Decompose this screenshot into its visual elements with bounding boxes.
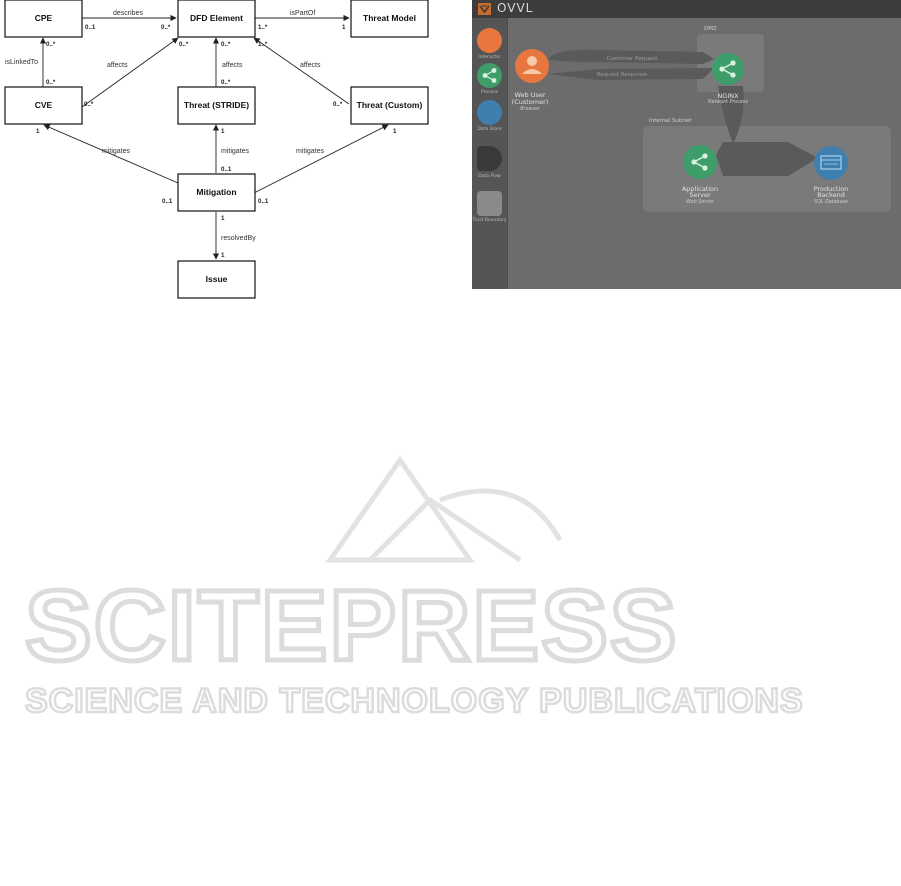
- watermark-subtitle: SCIENCE AND TECHNOLOGY PUBLICATIONS: [25, 682, 804, 720]
- mult-mit-stride: 0..1: [221, 166, 232, 173]
- database-icon: [820, 155, 842, 170]
- node-app-server-sub: Web Server: [686, 199, 715, 205]
- palette-interactor-label: Interactor: [478, 55, 501, 60]
- edge-affects-cve: [81, 37, 179, 108]
- mult-mit-custom: 0..1: [258, 198, 269, 205]
- class-threat-model-label: Threat Model: [363, 13, 416, 23]
- class-cpe: CPE: [4, 0, 83, 38]
- app-title: OVVL: [497, 1, 534, 15]
- node-web-user-label2: (Customer): [512, 98, 549, 106]
- mult-stride-mit: 1: [221, 128, 225, 135]
- edge-affects-custom: [253, 37, 350, 105]
- class-cve: CVE: [4, 86, 83, 125]
- flow-response-label: Request Response: [597, 72, 648, 78]
- flow-app-backend[interactable]: [716, 142, 818, 176]
- class-cpe-label: CPE: [35, 13, 53, 23]
- palette-process-icon[interactable]: [477, 63, 502, 88]
- palette-trustboundary-icon[interactable]: [477, 191, 502, 216]
- class-threat-model: Threat Model: [350, 0, 429, 38]
- ovvl-logo-icon: [478, 3, 491, 15]
- flow-request-label: Customer Request: [607, 56, 659, 62]
- ovvl-app-screenshot: OVVL Interactor Process Data Store Data …: [472, 0, 901, 289]
- edge-mitigates-cve: [43, 124, 179, 184]
- palette-interactor-icon[interactable]: [477, 28, 502, 53]
- mult-mit-cve: 0..1: [162, 198, 173, 205]
- class-threat-custom: Threat (Custom): [350, 86, 429, 125]
- node-web-user-sub: Browser: [520, 106, 541, 112]
- mult-dfd-partof: 1..*: [258, 24, 268, 31]
- node-nginx-label: NGINX: [717, 92, 739, 100]
- palette-datastore-label: Data Store: [477, 127, 502, 132]
- palette-dataflow-label: Data Flow: [478, 174, 501, 179]
- label-affects-cve: affects: [107, 62, 128, 69]
- node-app-server-label1: Application: [682, 185, 718, 193]
- mult-issue-mit: 1: [221, 252, 225, 259]
- mult-dfd-affects-stride: 0..*: [221, 41, 231, 48]
- mult-cve-affects: 0..*: [84, 101, 94, 108]
- mult-dfd-affects-custom: 1..*: [258, 41, 268, 48]
- zone-dmz-label: DMZ: [704, 26, 717, 32]
- user-icon: [522, 56, 542, 74]
- edge-mitigates-custom: [253, 124, 389, 194]
- label-affects-custom: affects: [300, 62, 321, 69]
- node-nginx-sub: Network Process: [708, 99, 748, 105]
- class-mitigation: Mitigation: [177, 173, 256, 212]
- palette-datastore-icon[interactable]: [477, 100, 502, 125]
- mult-dfd-describes: 0..*: [161, 24, 171, 31]
- mult-tm-partof: 1: [342, 24, 346, 31]
- class-issue: Issue: [177, 260, 256, 299]
- mult-cve-linked: 0..*: [46, 79, 56, 86]
- mult-mit-issue: 1: [221, 215, 225, 222]
- palette-dataflow-icon[interactable]: [477, 146, 502, 171]
- label-mitigates-cve: mitigates: [102, 148, 131, 155]
- ovvl-header: OVVL: [472, 0, 901, 18]
- watermark-title: SCITEPRESS: [25, 570, 679, 682]
- dfd-diagram: DMZ Internal Subnet Customer Request Req…: [512, 26, 891, 212]
- node-backend-sub: SQL Database: [814, 199, 848, 205]
- node-nginx[interactable]: [712, 53, 744, 85]
- label-describes: describes: [113, 10, 143, 17]
- mult-cpe-linked: 0..*: [46, 41, 56, 48]
- mult-custom-affects: 0..*: [333, 101, 343, 108]
- class-dfd-element-label: DFD Element: [190, 13, 243, 23]
- class-issue-label: Issue: [206, 274, 228, 284]
- mult-cve-mit: 1: [36, 128, 40, 135]
- mult-stride-affects: 0..*: [221, 79, 231, 86]
- node-backend[interactable]: [814, 146, 848, 180]
- palette-process-label: Process: [480, 90, 499, 95]
- mult-cpe-describes: 0..1: [85, 24, 96, 31]
- element-palette: Interactor Process Data Store Data Flow …: [472, 18, 508, 289]
- label-mitigates-custom: mitigates: [296, 148, 325, 155]
- class-threat-stride: Threat (STRIDE): [177, 86, 256, 125]
- label-mitigates-stride: mitigates: [221, 148, 250, 155]
- diagram-canvas[interactable]: DMZ Internal Subnet Customer Request Req…: [508, 18, 901, 289]
- share-icon: [719, 60, 736, 78]
- flow-request[interactable]: [548, 49, 714, 64]
- class-mitigation-label: Mitigation: [196, 187, 236, 197]
- node-backend-label1: Production: [814, 185, 849, 193]
- uml-class-diagram: CPE DFD Element Threat Model CVE Threat …: [4, 0, 429, 299]
- palette-trustboundary-label: Trust Boundary: [472, 218, 507, 223]
- node-app-server[interactable]: [683, 145, 717, 179]
- label-affects-stride: affects: [222, 62, 243, 69]
- share-icon: [482, 68, 497, 83]
- mult-dfd-affects-cve: 0..*: [179, 41, 189, 48]
- flow-nginx-app[interactable]: [718, 86, 744, 144]
- zone-internal-label: Internal Subnet: [649, 118, 692, 124]
- node-app-server-label2: Server: [689, 191, 711, 199]
- label-ispartof: isPartOf: [290, 10, 315, 17]
- node-backend-label2: Backend: [817, 191, 845, 199]
- class-cve-label: CVE: [35, 100, 53, 110]
- label-resolvedby: resolvedBy: [221, 235, 256, 242]
- mult-custom-mit: 1: [393, 128, 397, 135]
- class-dfd-element: DFD Element: [177, 0, 256, 38]
- class-threat-stride-label: Threat (STRIDE): [184, 100, 249, 110]
- class-threat-custom-label: Threat (Custom): [357, 100, 423, 110]
- label-islinkedto: isLinkedTo: [5, 59, 38, 66]
- flow-response[interactable]: [548, 68, 714, 80]
- watermark-logo-icon: [325, 455, 563, 563]
- share-icon: [691, 153, 708, 171]
- node-web-user-label1: Web User: [514, 91, 545, 99]
